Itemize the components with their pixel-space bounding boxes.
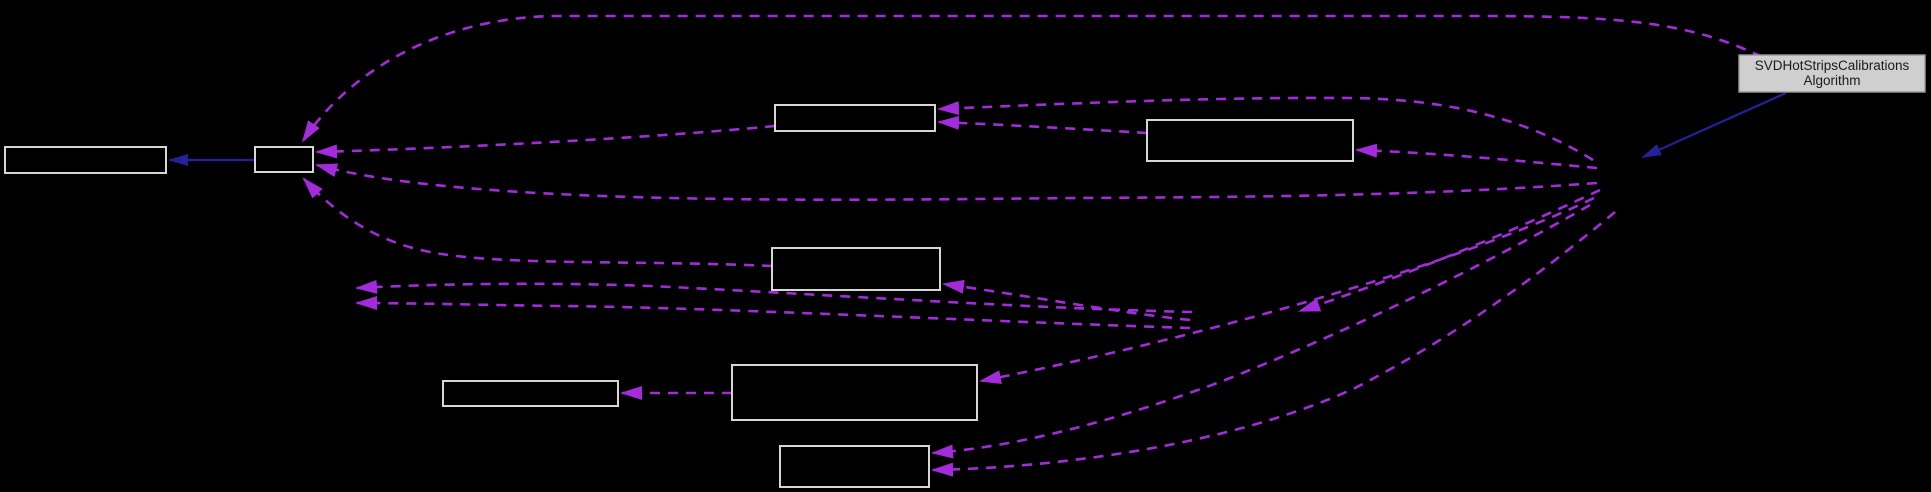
node-row4-mid[interactable] xyxy=(779,445,930,488)
node-row1-right-box[interactable] xyxy=(1146,119,1354,162)
edge-center-to-row4mid-lower xyxy=(931,211,1616,477)
node-base-left[interactable] xyxy=(4,146,167,174)
edge-row1mid-to-hub-right1 xyxy=(315,124,776,159)
node-row4-mid-box[interactable] xyxy=(779,445,930,488)
edge-center-to-row4mid-upper xyxy=(931,203,1591,459)
node-small-hub-box[interactable] xyxy=(254,146,314,173)
node-row3-big-box[interactable] xyxy=(731,364,978,421)
edge-row1right-to-row1mid xyxy=(937,115,1148,135)
edge-top-sweep-to-hub-top xyxy=(301,14,1763,143)
edge-algorithm-inheritance xyxy=(1641,91,1787,159)
node-row1-right[interactable] xyxy=(1146,119,1354,162)
node-row2-mid[interactable] xyxy=(771,247,941,291)
edge-midanchor-left-lower xyxy=(355,296,1191,330)
edge-midanchor-to-row2mid xyxy=(942,279,1191,322)
node-row3-big[interactable] xyxy=(731,364,978,421)
edge-center-to-hub-right2 xyxy=(315,163,1598,201)
edge-row2mid-to-hub-bottom xyxy=(302,177,773,268)
node-base-left-box[interactable] xyxy=(4,146,167,174)
node-row1-mid-box[interactable] xyxy=(774,104,936,132)
node-row2-mid-box[interactable] xyxy=(771,247,941,291)
node-small-hub[interactable] xyxy=(254,146,314,173)
edge-center-to-row1mid xyxy=(937,96,1594,162)
node-row3-left-box[interactable] xyxy=(442,380,619,407)
node-row3-left[interactable] xyxy=(442,380,619,407)
edge-layer xyxy=(168,14,1787,477)
edge-center-to-mid-anchor xyxy=(1298,188,1601,313)
node-row1-mid[interactable] xyxy=(774,104,936,132)
edge-center-to-row3big xyxy=(979,196,1595,385)
edge-midanchor-left-upper xyxy=(355,279,1193,314)
node-algorithm-box[interactable] xyxy=(1738,54,1926,93)
